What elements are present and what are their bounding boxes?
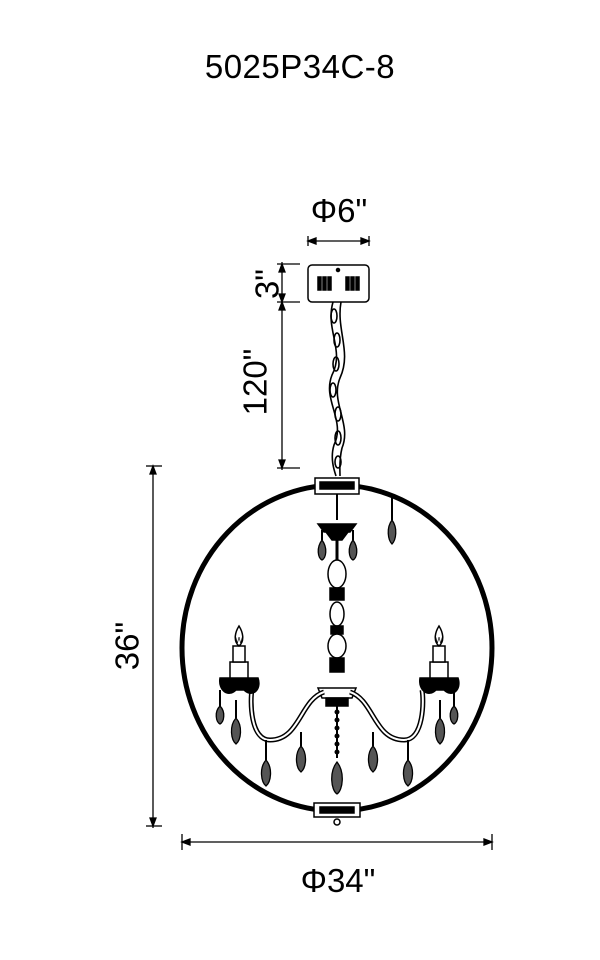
fixture-height-label: 36"	[109, 622, 146, 670]
candle-arms-inner	[250, 689, 424, 742]
canopy-diameter-dimension	[306, 236, 371, 246]
frame-mount-plates	[313, 477, 361, 826]
chain-length-dimension	[277, 262, 300, 470]
suspension-chain	[328, 301, 346, 477]
center-column	[316, 494, 358, 758]
left-candle-holder: W	[219, 624, 260, 694]
canopy-diameter-label: Φ6"	[311, 192, 367, 229]
canopy-height-label: 3"	[249, 269, 286, 299]
right-candle-holder: W	[419, 624, 460, 694]
crystal-drops	[215, 494, 459, 795]
fixture-diameter-dimension	[180, 834, 494, 850]
fixture-diameter-label: Φ34"	[301, 862, 376, 899]
fixture-height-dimension	[146, 464, 162, 828]
model-number-title: 5025P34C-8	[204, 48, 396, 85]
chain-length-label: 120"	[237, 349, 274, 416]
svg-text:W: W	[235, 636, 243, 645]
svg-text:W: W	[435, 636, 443, 645]
ceiling-canopy	[307, 264, 370, 303]
center-bead-strand	[334, 709, 340, 755]
